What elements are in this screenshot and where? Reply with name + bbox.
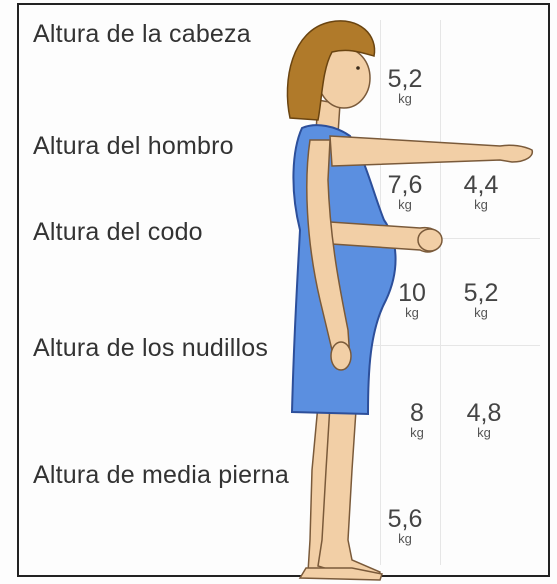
weight-shoulder-far: 4,4 kg (449, 172, 513, 212)
weight-unit: kg (452, 426, 516, 440)
extended-arm (330, 136, 532, 166)
elbow-hand (418, 229, 442, 251)
weight-elbow-close: 10 kg (380, 280, 444, 320)
label-head-height: Altura de la cabeza (33, 20, 251, 49)
weight-head-close: 5,2 kg (373, 66, 437, 106)
weight-unit: kg (373, 92, 437, 106)
eye (356, 66, 360, 70)
label-elbow-height: Altura del codo (33, 218, 203, 247)
weight-unit: kg (385, 426, 449, 440)
weight-knuckles-close: 8 kg (385, 400, 449, 440)
weight-number: 5,2 (373, 66, 437, 92)
weight-unit: kg (373, 532, 437, 546)
label-shoulder-height: Altura del hombro (33, 132, 234, 161)
weight-number: 7,6 (373, 172, 437, 198)
weight-unit: kg (373, 198, 437, 212)
label-knuckles-height: Altura de los nudillos (33, 334, 268, 363)
weight-number: 5,6 (373, 506, 437, 532)
weight-number: 10 (380, 280, 444, 306)
weight-mid-leg-close: 5,6 kg (373, 506, 437, 546)
weight-unit: kg (449, 306, 513, 320)
weight-shoulder-close: 7,6 kg (373, 172, 437, 212)
weight-knuckles-far: 4,8 kg (452, 400, 516, 440)
label-mid-leg-height: Altura de media pierna (33, 461, 289, 490)
knuckle-hand (331, 342, 351, 370)
weight-elbow-far: 5,2 kg (449, 280, 513, 320)
weight-number: 4,4 (449, 172, 513, 198)
weight-number: 8 (385, 400, 449, 426)
weight-number: 4,8 (452, 400, 516, 426)
weight-unit: kg (449, 198, 513, 212)
weight-unit: kg (380, 306, 444, 320)
weight-number: 5,2 (449, 280, 513, 306)
